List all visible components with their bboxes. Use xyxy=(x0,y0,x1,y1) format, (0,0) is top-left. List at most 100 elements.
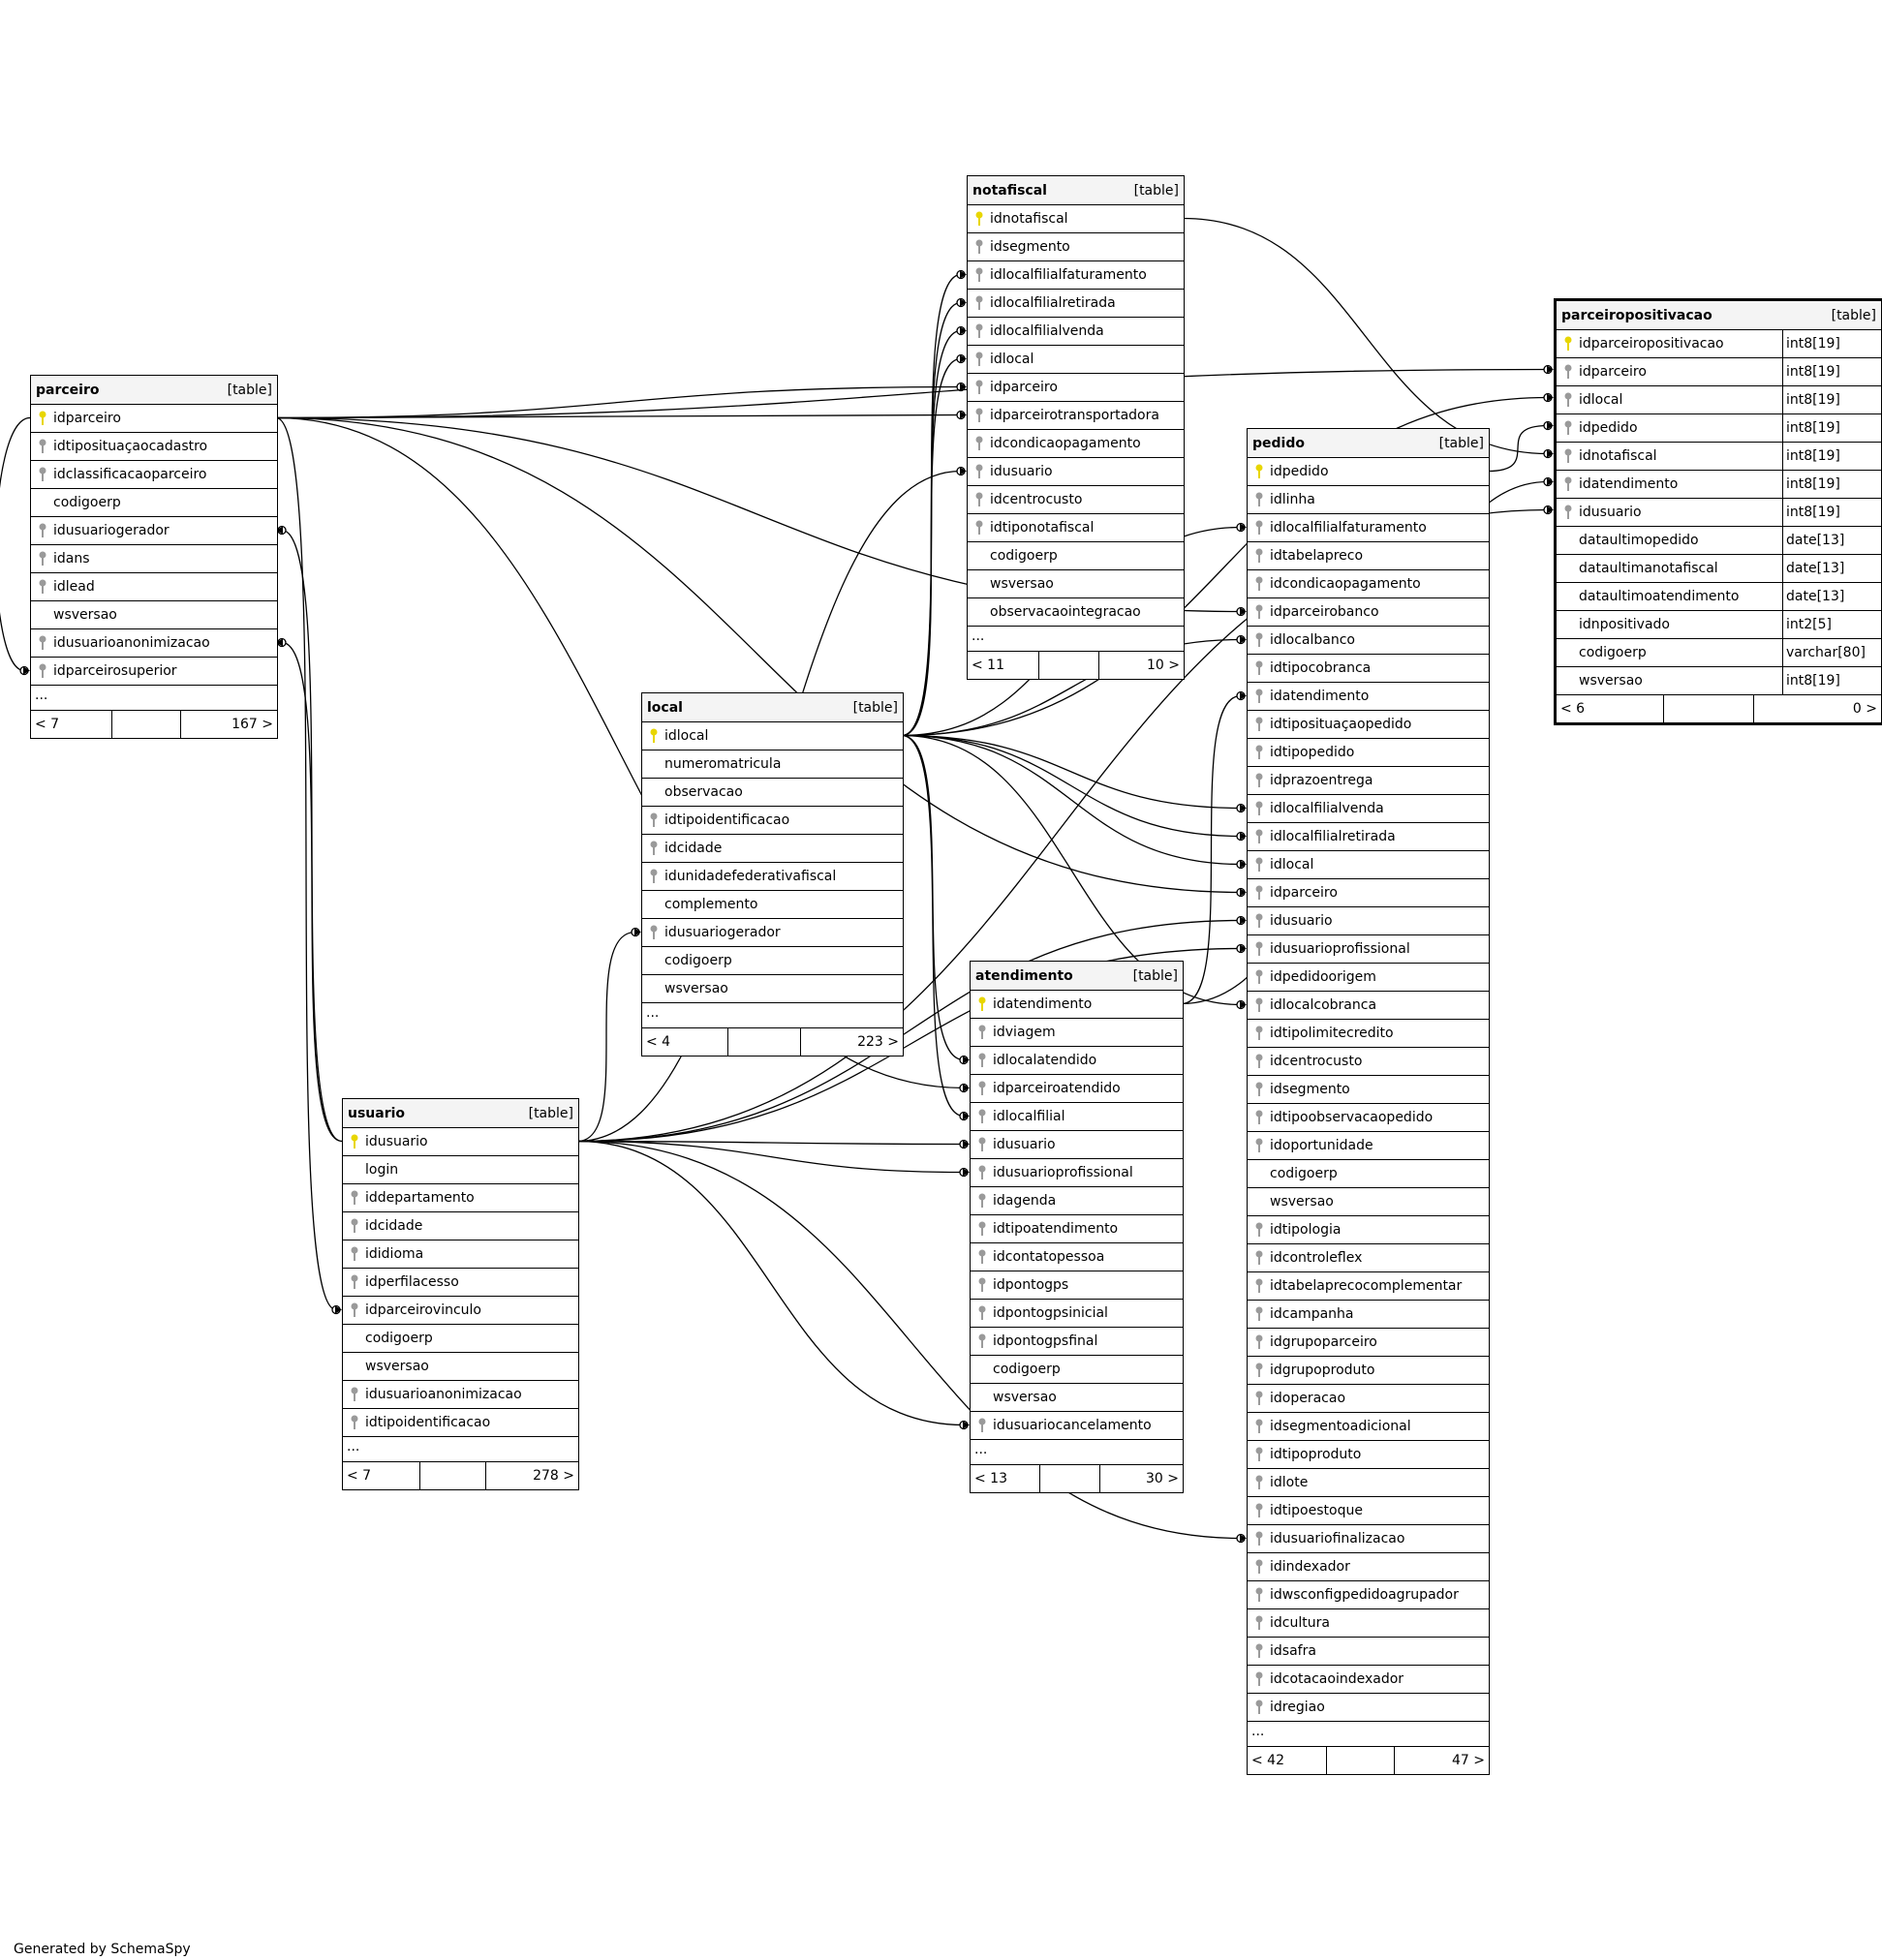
column-row-idtipoproduto[interactable]: idtipoproduto xyxy=(1248,1441,1489,1469)
column-row-idusuarioprofissional[interactable]: idusuarioprofissional xyxy=(1248,935,1489,964)
column-row-idcampanha[interactable]: idcampanha xyxy=(1248,1301,1489,1329)
column-row-idsafra[interactable]: idsafra xyxy=(1248,1638,1489,1666)
column-row-idlocalfilialretirada[interactable]: idlocalfilialretirada xyxy=(968,290,1184,318)
table-name[interactable]: atendimento xyxy=(975,967,1073,984)
column-row-idtabelapreco[interactable]: idtabelapreco xyxy=(1248,542,1489,570)
column-row-idparceirosuperior[interactable]: idparceirosuperior xyxy=(31,658,277,686)
column-row-idusuario[interactable]: idusuario xyxy=(1248,907,1489,935)
column-row-idlocalfilialvenda[interactable]: idlocalfilialvenda xyxy=(1248,795,1489,823)
column-row-codigoerp[interactable]: codigoerp xyxy=(31,489,277,517)
column-row-idatendimento[interactable]: idatendimento xyxy=(1248,683,1489,711)
column-row-idusuariocancelamento[interactable]: idusuariocancelamento xyxy=(971,1412,1183,1440)
column-row-idtipoatendimento[interactable]: idtipoatendimento xyxy=(971,1215,1183,1243)
column-row-idpontogps[interactable]: idpontogps xyxy=(971,1271,1183,1300)
column-row-idpedido[interactable]: idpedido xyxy=(1248,458,1489,486)
column-row-codigoerp[interactable]: codigoerp xyxy=(971,1356,1183,1384)
column-row-idagenda[interactable]: idagenda xyxy=(971,1187,1183,1215)
column-row-idusuarioprofissional[interactable]: idusuarioprofissional xyxy=(971,1159,1183,1187)
column-row-idtipocobranca[interactable]: idtipocobranca xyxy=(1248,655,1489,683)
column-row-iddepartamento[interactable]: iddepartamento xyxy=(343,1184,578,1212)
column-row-idsegmento[interactable]: idsegmento xyxy=(968,233,1184,261)
column-row-idusuarioanonimizacao[interactable]: idusuarioanonimizacao xyxy=(343,1381,578,1409)
column-row-idpontogpsinicial[interactable]: idpontogpsinicial xyxy=(971,1300,1183,1328)
column-row-idgrupoparceiro[interactable]: idgrupoparceiro xyxy=(1248,1329,1489,1357)
column-row-codigoerp[interactable]: codigoerp xyxy=(1248,1160,1489,1188)
column-row-idcentrocusto[interactable]: idcentrocusto xyxy=(968,486,1184,514)
column-row-idlinha[interactable]: idlinha xyxy=(1248,486,1489,514)
column-row-idlocalatendido[interactable]: idlocalatendido xyxy=(971,1047,1183,1075)
column-row-idcontatopessoa[interactable]: idcontatopessoa xyxy=(971,1243,1183,1271)
table-name[interactable]: notafiscal xyxy=(972,182,1047,199)
column-row-idunidadefederativafiscal[interactable]: idunidadefederativafiscal xyxy=(642,863,903,891)
table-name[interactable]: parceiropositivacao xyxy=(1561,307,1712,323)
column-row-wsversao[interactable]: wsversao xyxy=(971,1384,1183,1412)
column-row-idtiposituaçaocadastro[interactable]: idtiposituaçaocadastro xyxy=(31,433,277,461)
column-row-idtipoidentificacao[interactable]: idtipoidentificacao xyxy=(343,1409,578,1437)
column-row-idusuario[interactable]: idusuario xyxy=(971,1131,1183,1159)
column-row-idparceirotransportadora[interactable]: idparceirotransportadora xyxy=(968,402,1184,430)
column-row-idlote[interactable]: idlote xyxy=(1248,1469,1489,1497)
column-row-idtabelaprecocomplementar[interactable]: idtabelaprecocomplementar xyxy=(1248,1272,1489,1301)
column-row-idtipopedido[interactable]: idtipopedido xyxy=(1248,739,1489,767)
column-row-idperfilacesso[interactable]: idperfilacesso xyxy=(343,1269,578,1297)
column-row-numeromatricula[interactable]: numeromatricula xyxy=(642,750,903,779)
column-row-idlocalfilialvenda[interactable]: idlocalfilialvenda xyxy=(968,318,1184,346)
column-row-idlocal[interactable]: idlocal xyxy=(1248,851,1489,879)
column-row-idoperacao[interactable]: idoperacao xyxy=(1248,1385,1489,1413)
column-row-idusuariofinalizacao[interactable]: idusuariofinalizacao xyxy=(1248,1525,1489,1553)
column-row-idcentrocusto[interactable]: idcentrocusto xyxy=(1248,1048,1489,1076)
column-row-idlocalcobranca[interactable]: idlocalcobranca xyxy=(1248,992,1489,1020)
column-row-idusuario[interactable]: idusuario xyxy=(968,458,1184,486)
column-row-idtipoobservacaopedido[interactable]: idtipoobservacaopedido xyxy=(1248,1104,1489,1132)
column-row-idlocalbanco[interactable]: idlocalbanco xyxy=(1248,627,1489,655)
column-row-idtipoidentificacao[interactable]: idtipoidentificacao xyxy=(642,807,903,835)
column-row-ididioma[interactable]: ididioma xyxy=(343,1240,578,1269)
column-row-idparceiroatendido[interactable]: idparceiroatendido xyxy=(971,1075,1183,1103)
column-row-idtipolimitecredito[interactable]: idtipolimitecredito xyxy=(1248,1020,1489,1048)
column-row-idtiponotafiscal[interactable]: idtiponotafiscal xyxy=(968,514,1184,542)
column-row-idlead[interactable]: idlead xyxy=(31,573,277,601)
column-row-idusuariogerador[interactable]: idusuariogerador xyxy=(31,517,277,545)
column-row-idcotacaoindexador[interactable]: idcotacaoindexador xyxy=(1248,1666,1489,1694)
column-row-login[interactable]: login xyxy=(343,1156,578,1184)
column-row-idcidade[interactable]: idcidade xyxy=(642,835,903,863)
column-row-idwsconfigpedidoagrupador[interactable]: idwsconfigpedidoagrupador xyxy=(1248,1581,1489,1609)
column-row-idlocalfilialfaturamento[interactable]: idlocalfilialfaturamento xyxy=(1248,514,1489,542)
column-row-codigoerp[interactable]: codigoerp xyxy=(968,542,1184,570)
column-row-idsegmento[interactable]: idsegmento xyxy=(1248,1076,1489,1104)
column-row-idtipologia[interactable]: idtipologia xyxy=(1248,1216,1489,1244)
column-row-codigoerp[interactable]: codigoerp xyxy=(642,947,903,975)
column-row-idnotafiscal[interactable]: idnotafiscal xyxy=(968,205,1184,233)
column-row-idgrupoproduto[interactable]: idgrupoproduto xyxy=(1248,1357,1489,1385)
column-row-idtiposituaçaopedido[interactable]: idtiposituaçaopedido xyxy=(1248,711,1489,739)
column-row-idparceirobanco[interactable]: idparceirobanco xyxy=(1248,598,1489,627)
column-row-codigoerp[interactable]: codigoerp xyxy=(343,1325,578,1353)
column-row-idparceiro[interactable]: idparceiro xyxy=(31,405,277,433)
column-row-idlocalfilialfaturamento[interactable]: idlocalfilialfaturamento xyxy=(968,261,1184,290)
column-row-idparceiro[interactable]: idparceiro xyxy=(968,374,1184,402)
column-row-idcontroleflex[interactable]: idcontroleflex xyxy=(1248,1244,1489,1272)
column-row-idoportunidade[interactable]: idoportunidade xyxy=(1248,1132,1489,1160)
column-row-observacaointegracao[interactable]: observacaointegracao xyxy=(968,598,1184,627)
column-row-idusuarioanonimizacao[interactable]: idusuarioanonimizacao xyxy=(31,629,277,658)
column-row-idparceiro[interactable]: idparceiro xyxy=(1248,879,1489,907)
column-row-idans[interactable]: idans xyxy=(31,545,277,573)
column-row-idcultura[interactable]: idcultura xyxy=(1248,1609,1489,1638)
column-row-idtipoestoque[interactable]: idtipoestoque xyxy=(1248,1497,1489,1525)
column-row-idatendimento[interactable]: idatendimento xyxy=(971,991,1183,1019)
column-row-idlocal[interactable]: idlocal xyxy=(642,722,903,750)
column-row-wsversao[interactable]: wsversao xyxy=(968,570,1184,598)
